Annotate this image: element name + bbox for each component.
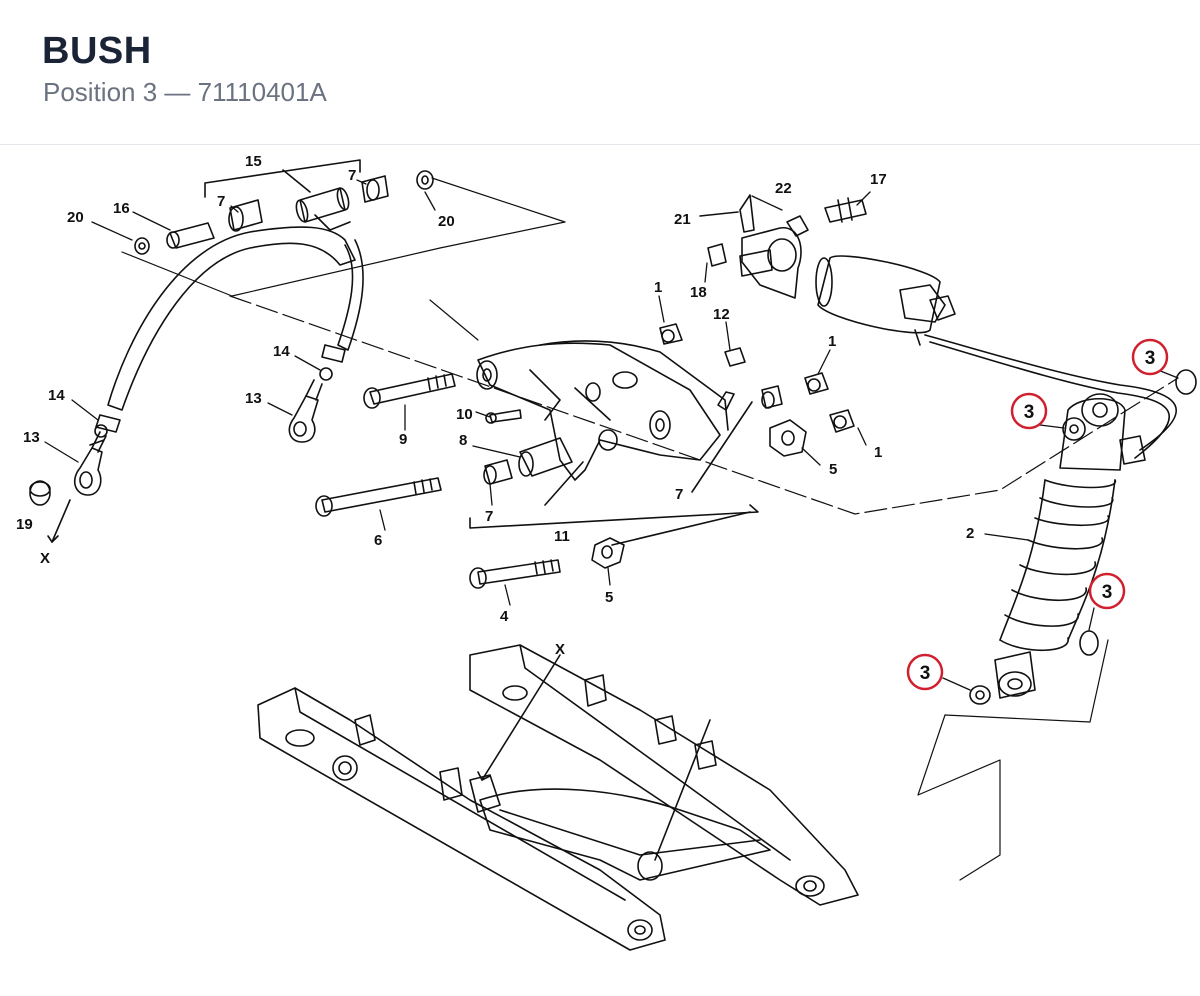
callout-1: 1	[828, 333, 836, 350]
callout-5: 5	[829, 461, 837, 478]
callout-16: 16	[113, 200, 130, 217]
highlight-label: 3	[920, 663, 931, 684]
callout-20: 20	[438, 213, 455, 230]
highlight-label: 3	[1024, 402, 1035, 423]
callout-7: 7	[348, 167, 356, 184]
callout-21: 21	[674, 211, 691, 228]
rocker-linkage	[229, 295, 1179, 589]
callout-19: 19	[16, 516, 33, 533]
page-header: BUSH Position 3 — 71110401A	[0, 0, 1200, 145]
position-3-highlights: 3 3 3 3	[906, 338, 1169, 691]
rod-ends-13-14	[29, 367, 333, 543]
callout-4: 4	[500, 608, 509, 625]
callout-18: 18	[690, 284, 707, 301]
highlight-marker[interactable]: 3	[1088, 572, 1126, 610]
highlight-label: 3	[1102, 582, 1113, 603]
exploded-diagram: 15 7 7 20 16 20 17 22 21 18 1 12 1 1 14 …	[0, 146, 1200, 991]
callout-14: 14	[48, 387, 65, 404]
highlight-marker[interactable]: 3	[1131, 338, 1169, 376]
callout-x: X	[40, 550, 50, 567]
callout-x: X	[555, 641, 565, 658]
callout-13: 13	[23, 429, 40, 446]
highlight-label: 3	[1145, 348, 1156, 369]
callout-1: 1	[874, 444, 882, 461]
callout-22: 22	[775, 180, 792, 197]
callout-17: 17	[870, 171, 887, 188]
callout-10: 10	[456, 406, 473, 423]
callout-5: 5	[605, 589, 613, 606]
callout-12: 12	[713, 306, 730, 323]
callout-15: 15	[245, 153, 262, 170]
diagram-svg: 15 7 7 20 16 20 17 22 21 18 1 12 1 1 14 …	[16, 153, 1197, 951]
callout-leaders	[44, 179, 1179, 691]
callout-7: 7	[675, 486, 683, 503]
callout-6: 6	[374, 532, 382, 549]
callout-2: 2	[966, 525, 974, 542]
callout-labels: 15 7 7 20 16 20 17 22 21 18 1 12 1 1 14 …	[16, 153, 974, 658]
callout-1: 1	[654, 279, 662, 296]
callout-8: 8	[459, 432, 467, 449]
swingarm	[257, 644, 859, 951]
callout-13: 13	[245, 390, 262, 407]
callout-9: 9	[399, 431, 407, 448]
callout-20: 20	[67, 209, 84, 226]
shock-absorber	[699, 194, 1197, 881]
highlight-marker[interactable]: 3	[906, 653, 944, 691]
rod-assembly-15	[95, 159, 566, 433]
callout-11: 11	[554, 528, 570, 545]
callout-7: 7	[217, 193, 225, 210]
page-title: BUSH	[42, 30, 152, 72]
part-subtitle: Position 3 — 71110401A	[43, 77, 327, 107]
callout-14: 14	[273, 343, 290, 360]
highlight-marker[interactable]: 3	[1010, 392, 1048, 430]
callout-7: 7	[485, 508, 493, 525]
